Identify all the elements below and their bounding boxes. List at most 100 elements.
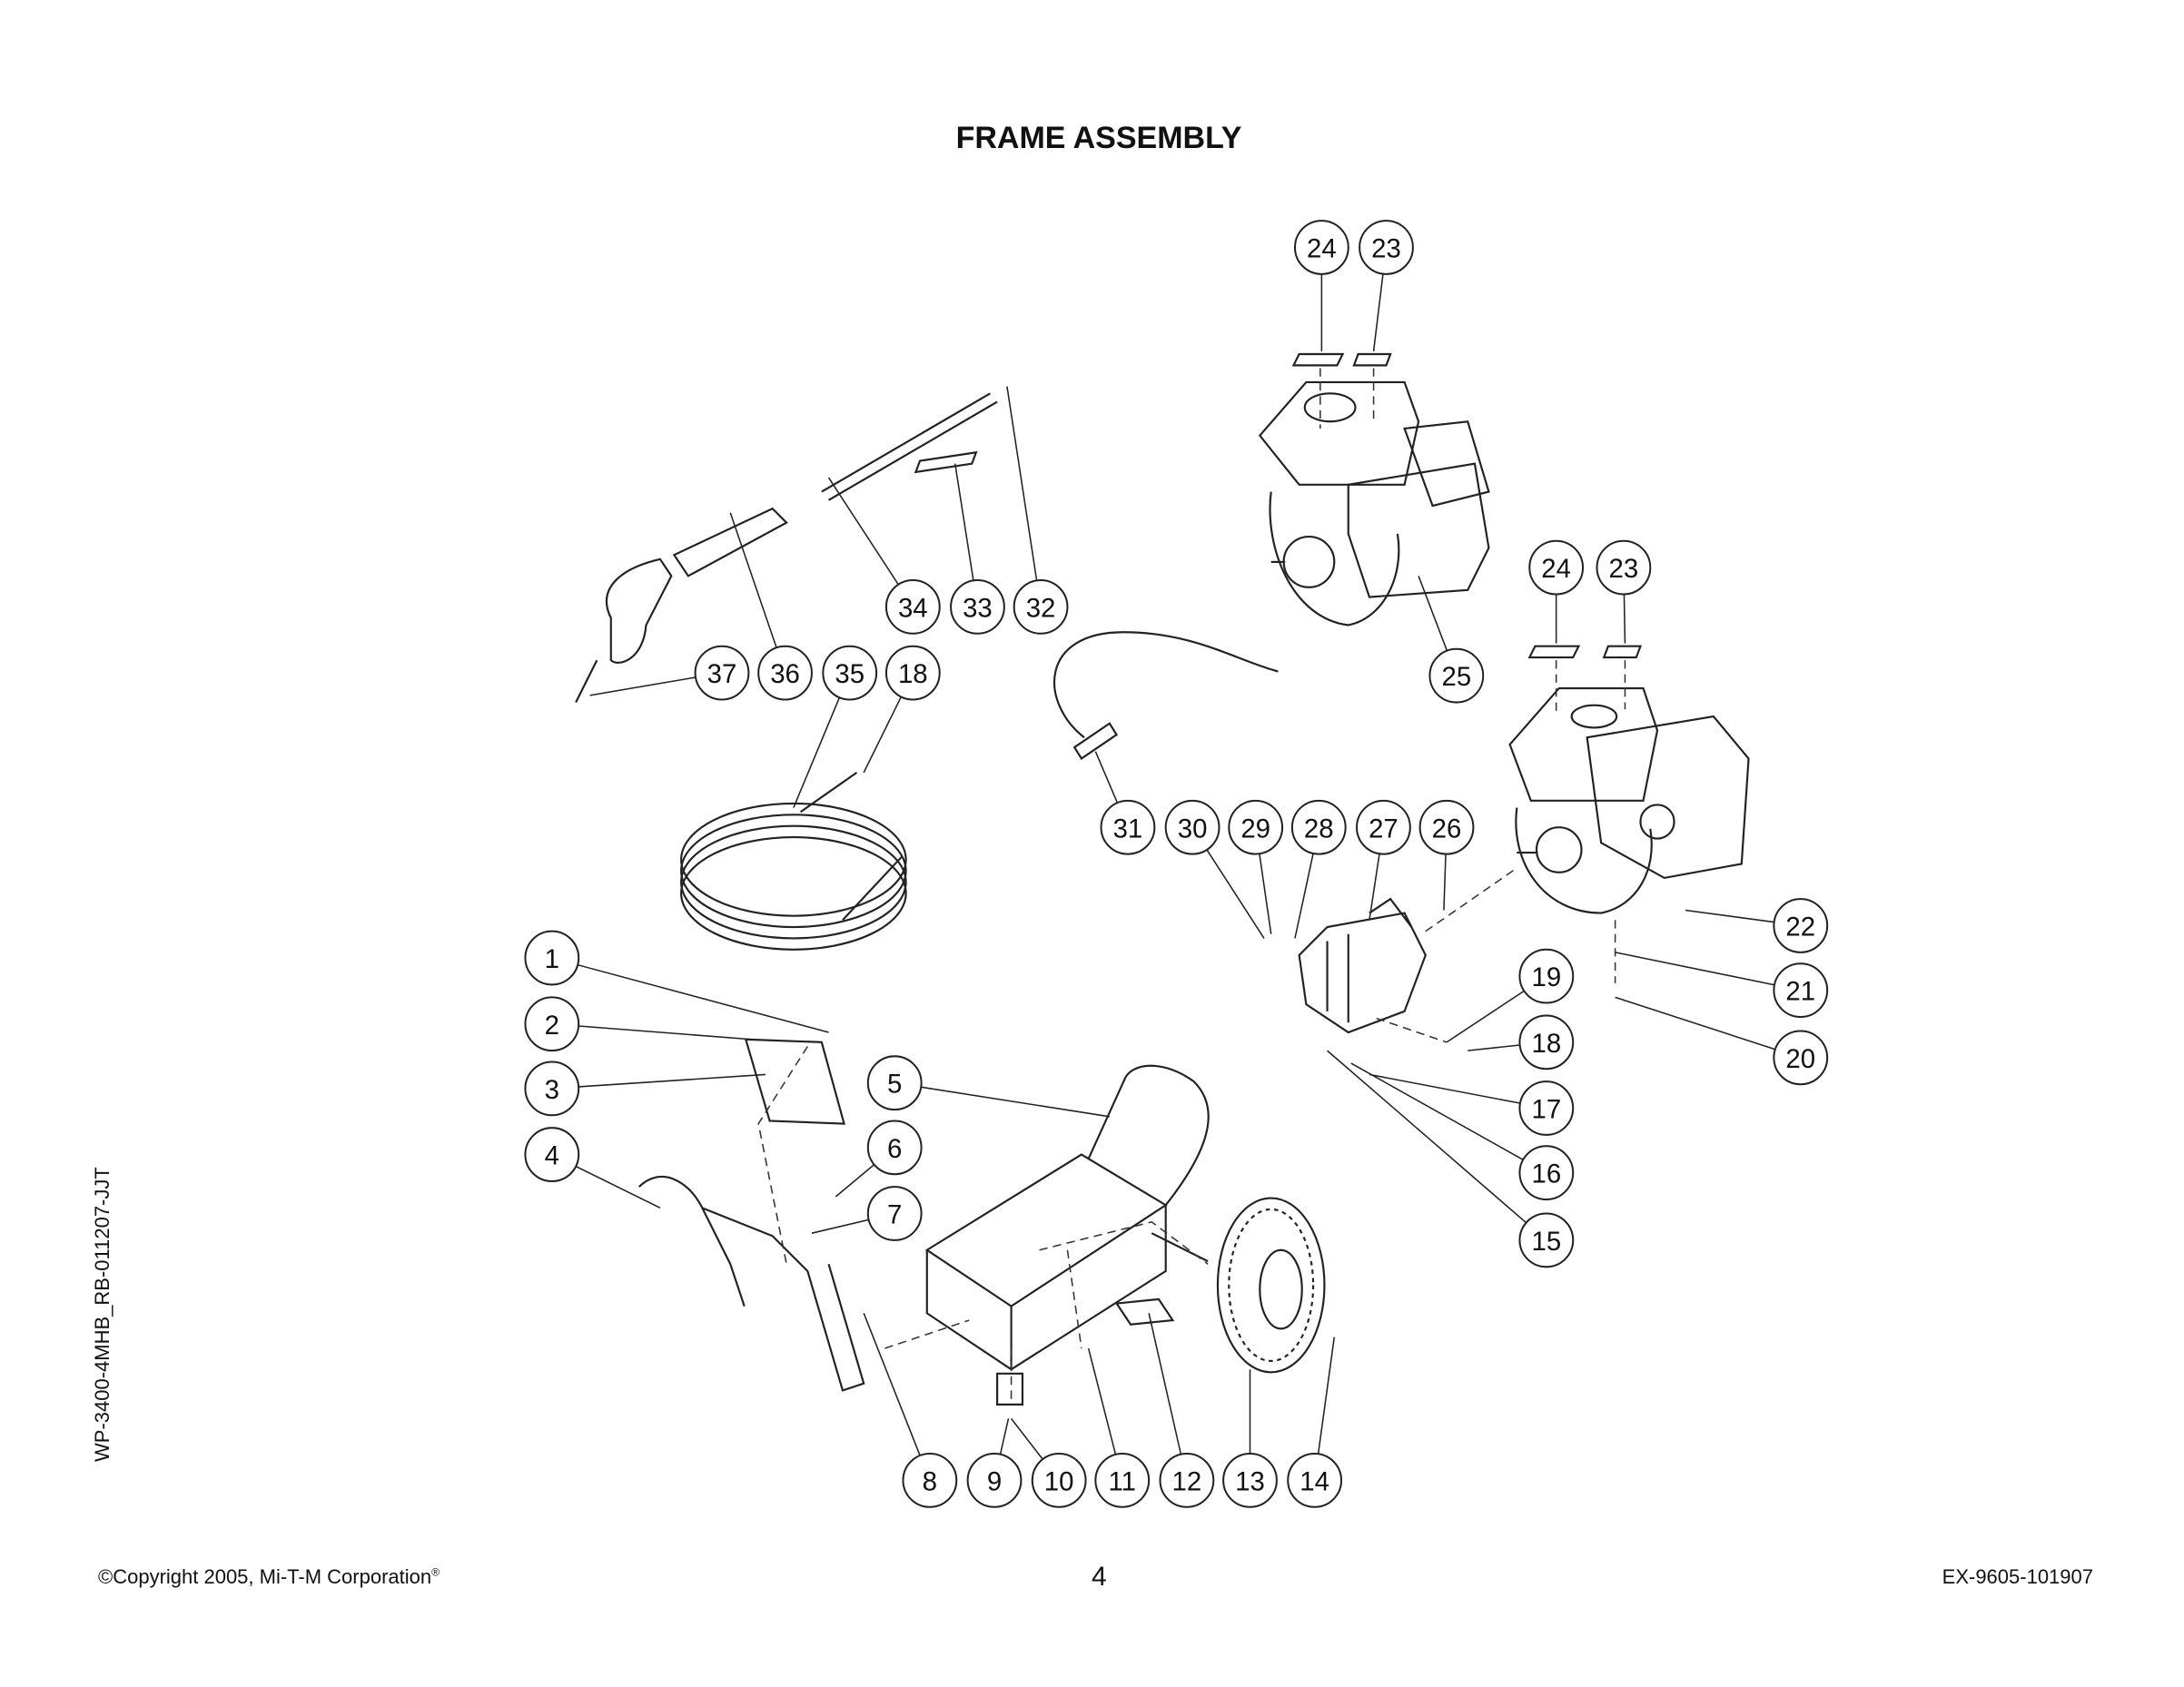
callout-30: 30 xyxy=(1164,799,1265,939)
callout-number: 9 xyxy=(987,1466,1002,1496)
callout-circle xyxy=(950,579,1005,635)
callout-number: 5 xyxy=(887,1070,902,1100)
callout-17: 17 xyxy=(1369,1073,1575,1136)
decals xyxy=(744,352,1643,1326)
callout-33: 33 xyxy=(950,463,1005,635)
callout-circle xyxy=(1518,1014,1575,1070)
callout-number: 27 xyxy=(1369,814,1398,844)
callout-circle xyxy=(1290,799,1347,855)
callout-circle xyxy=(866,1186,923,1241)
callout-circle xyxy=(1418,799,1475,855)
callout-27: 27 xyxy=(1356,799,1411,921)
leader-line xyxy=(1468,1044,1520,1051)
leader-line xyxy=(1259,853,1272,934)
callout-number: 13 xyxy=(1235,1466,1265,1496)
callout-24: 24 xyxy=(1528,539,1585,644)
leader-line xyxy=(1615,952,1775,986)
callout-34: 34 xyxy=(827,477,941,635)
lower-engine xyxy=(1508,687,1750,914)
callout-8: 8 xyxy=(863,1313,958,1508)
callout-23: 23 xyxy=(1596,539,1652,644)
leader-line xyxy=(1623,594,1626,644)
callout-1: 1 xyxy=(524,930,829,1033)
callout-number: 24 xyxy=(1307,234,1337,264)
callout-circle xyxy=(1773,962,1829,1019)
callout-circle xyxy=(1773,898,1829,953)
callout-circle xyxy=(866,1055,923,1111)
callout-circle xyxy=(966,1453,1023,1508)
leader-line xyxy=(863,696,903,774)
leader-line xyxy=(1010,1417,1043,1460)
callout-number: 4 xyxy=(545,1141,559,1171)
callout-5: 5 xyxy=(866,1055,1110,1118)
callout-circle xyxy=(884,579,941,635)
callout-number: 36 xyxy=(770,659,800,689)
explosion-lines xyxy=(757,368,1626,1405)
callout-circle xyxy=(524,1127,580,1182)
callout-24: 24 xyxy=(1293,220,1349,351)
callout-circle xyxy=(1228,799,1284,855)
callout-circle xyxy=(757,645,813,701)
leader-line xyxy=(578,1073,766,1088)
callout-circle xyxy=(1359,220,1414,275)
leader-line xyxy=(575,1165,661,1209)
callout-circle xyxy=(1356,799,1411,855)
callout-number: 37 xyxy=(707,659,737,689)
leader-line xyxy=(954,463,974,581)
leader-line xyxy=(1443,853,1447,911)
callout-number: 10 xyxy=(1044,1466,1074,1496)
leader-line xyxy=(578,1025,752,1041)
callout-circle xyxy=(902,1453,958,1508)
callout-6: 6 xyxy=(835,1120,923,1198)
callout-circle xyxy=(1159,1453,1215,1508)
leader-line xyxy=(811,1218,869,1234)
callout-number: 7 xyxy=(887,1200,902,1230)
callout-36: 36 xyxy=(729,512,813,701)
leader-line xyxy=(827,477,899,586)
callout-number: 23 xyxy=(1609,554,1639,584)
callout-circle xyxy=(1293,220,1349,275)
callout-number: 20 xyxy=(1785,1044,1815,1074)
callout-18: 18 xyxy=(1468,1014,1575,1070)
callout-35: 35 xyxy=(793,645,878,808)
leader-line xyxy=(577,963,829,1033)
callout-7: 7 xyxy=(811,1186,923,1241)
callout-number: 12 xyxy=(1172,1466,1202,1496)
leader-line xyxy=(1685,909,1774,923)
callout-circle xyxy=(1287,1453,1343,1508)
callout-number: 22 xyxy=(1785,913,1815,942)
callout-circle xyxy=(1031,1453,1087,1508)
leader-line xyxy=(1418,576,1448,651)
callout-number: 11 xyxy=(1109,1466,1137,1496)
callout-circle xyxy=(1596,539,1652,596)
leader-line xyxy=(1446,990,1525,1043)
leader-line xyxy=(1087,1347,1117,1455)
callout-3: 3 xyxy=(524,1061,766,1117)
callout-number: 21 xyxy=(1785,977,1815,1007)
callout-number: 26 xyxy=(1432,814,1462,844)
leader-line xyxy=(1148,1313,1182,1455)
document-number: EX-9605-101907 xyxy=(1942,1565,2093,1588)
callout-18: 18 xyxy=(863,645,941,774)
callout-circle xyxy=(1013,579,1069,635)
leader-line xyxy=(1317,1337,1336,1455)
callout-circle xyxy=(884,645,941,701)
callout-number: 35 xyxy=(835,659,865,689)
callout-number: 6 xyxy=(887,1134,902,1164)
callout-number: 28 xyxy=(1304,814,1334,844)
callout-number: 29 xyxy=(1240,814,1270,844)
callout-circle xyxy=(866,1120,923,1176)
callout-20: 20 xyxy=(1615,996,1829,1086)
leader-line xyxy=(729,512,777,648)
callout-13: 13 xyxy=(1222,1369,1278,1508)
callout-number: 17 xyxy=(1531,1095,1561,1125)
callout-4: 4 xyxy=(524,1127,661,1209)
callout-circle xyxy=(694,645,750,701)
leader-line xyxy=(589,676,697,696)
callout-9: 9 xyxy=(966,1418,1023,1508)
callout-number: 31 xyxy=(1113,814,1143,844)
callout-number: 34 xyxy=(898,593,928,623)
callout-circle xyxy=(1518,948,1575,1004)
